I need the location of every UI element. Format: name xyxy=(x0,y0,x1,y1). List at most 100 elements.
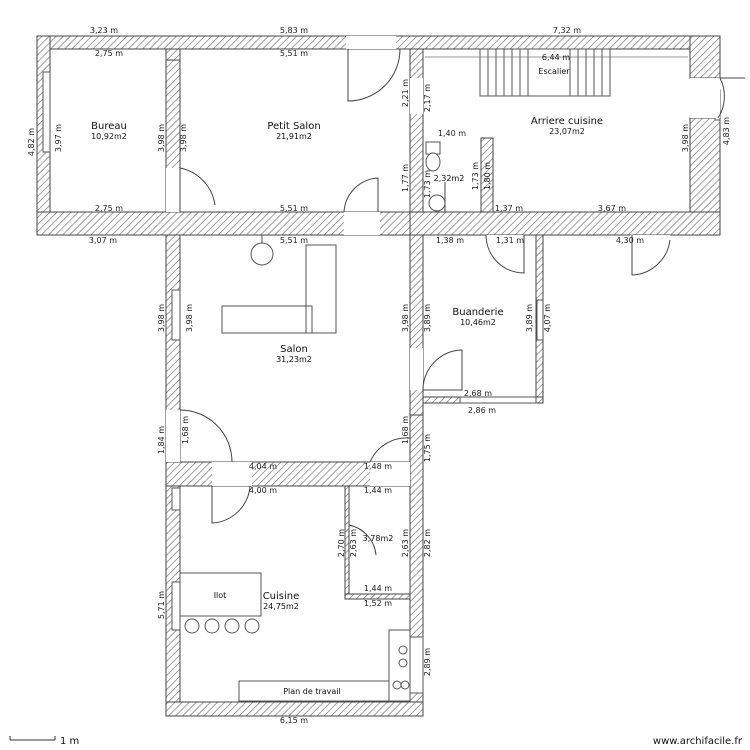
dim-label: 1,37 m xyxy=(495,204,523,213)
door-wc xyxy=(409,150,446,212)
dimensions-horizontal: 3,23 m 5,83 m 7,32 m 2,75 m 5,51 m 6,44 … xyxy=(89,26,644,725)
room-escalier-name: Escalier xyxy=(538,67,570,76)
dim-label: 2,75 m xyxy=(95,49,123,58)
door-salon-buanderie xyxy=(422,349,463,391)
room-petit-salon-area: 21,91m2 xyxy=(276,132,312,141)
wall-petitsalon-right xyxy=(409,48,424,213)
dim-label: 3,89 m xyxy=(423,304,432,332)
dim-label: 2,63 m xyxy=(401,529,410,557)
room-placard-area: 3,78m2 xyxy=(363,534,394,543)
dim-label: 2,21 m xyxy=(401,79,410,107)
dim-label: 3,67 m xyxy=(598,204,626,213)
dim-label: 1,40 m xyxy=(438,129,466,138)
dim-label: 2,17 m xyxy=(423,84,432,112)
room-salon-name: Salon xyxy=(280,344,308,355)
credit-link[interactable]: www.archifacile.fr xyxy=(653,736,743,747)
dim-label: 1,73 m xyxy=(423,170,432,198)
dim-label: 3,89 m xyxy=(525,304,534,332)
wall-cuisine-bottom xyxy=(165,701,424,717)
room-bureau-name: Bureau xyxy=(91,121,127,132)
dim-label: 6,15 m xyxy=(280,716,308,725)
dim-label: 3,23 m xyxy=(90,26,118,35)
dim-label: 4,83 m xyxy=(722,117,731,145)
dim-label: 2,75 m xyxy=(95,204,123,213)
dim-label: 2,86 m xyxy=(468,406,496,415)
dim-label: 4,82 m xyxy=(27,128,36,156)
dim-label: 3,97 m xyxy=(54,124,63,152)
door-placard xyxy=(348,524,377,560)
doors xyxy=(166,36,745,560)
room-petit-salon-name: Petit Salon xyxy=(267,121,320,132)
dim-label: 1,75 m xyxy=(423,434,432,462)
dim-label: 1,48 m xyxy=(364,462,392,471)
dim-label: 1,68 m xyxy=(181,416,190,444)
window-cuisine-left-1 xyxy=(171,487,181,511)
door-salon-cuisine-right xyxy=(369,437,411,463)
sofa-seat xyxy=(221,305,313,334)
door-arriere-exit xyxy=(631,235,671,276)
room-buanderie-name: Buanderie xyxy=(452,307,503,318)
cooktop-1 xyxy=(398,645,408,655)
dim-label: 2,89 m xyxy=(423,648,432,676)
furniture xyxy=(179,48,611,702)
dim-label: 3,07 m xyxy=(89,236,117,245)
dim-label: 2,82 m xyxy=(423,529,432,557)
cooktop-2 xyxy=(398,658,408,668)
wall-placard-bottom xyxy=(344,593,411,600)
dim-label: 1,68 m xyxy=(401,416,410,444)
stool-3 xyxy=(224,618,240,634)
dim-label: 1,77 m xyxy=(401,164,410,192)
dim-label: 4,07 m xyxy=(543,304,552,332)
stool-1 xyxy=(184,618,200,634)
dim-label: 3,98 m xyxy=(157,124,166,152)
dim-label: 3,98 m xyxy=(157,304,166,332)
dim-label: 3,98 m xyxy=(681,124,690,152)
stool-2 xyxy=(204,618,220,634)
scale-label: 1 m xyxy=(60,736,79,747)
dim-label: 2,63 m xyxy=(349,529,358,557)
dim-label: 1,84 m xyxy=(157,426,166,454)
room-cuisine-area: 24,75m2 xyxy=(263,602,299,611)
window-buanderie-bottom xyxy=(459,396,537,404)
dim-label: 1,52 m xyxy=(364,599,392,608)
sink-1 xyxy=(392,680,402,690)
dim-label: 5,51 m xyxy=(280,236,308,245)
toilet-tank xyxy=(425,141,441,155)
window-cuisine-right xyxy=(409,636,424,694)
dim-label: 1,73 m xyxy=(471,162,480,190)
window-salon-left xyxy=(171,289,181,341)
dim-label: 4,00 m xyxy=(249,486,277,495)
ilot-counter xyxy=(179,572,262,617)
dim-label: 3,98 m xyxy=(185,304,194,332)
dim-label: 1,31 m xyxy=(496,236,524,245)
lamp xyxy=(250,242,274,266)
dim-label: 5,51 m xyxy=(280,204,308,213)
dim-label: 4,04 m xyxy=(249,462,277,471)
wall-wc-right xyxy=(480,137,494,213)
dim-label: 2,68 m xyxy=(464,389,492,398)
dim-label: 1,80 m xyxy=(483,162,492,190)
door-petit-salon-top xyxy=(347,48,401,102)
dimensions-vertical: 4,82 m 3,97 m 3,98 m 3,98 m 2,21 m 2,17 … xyxy=(27,79,731,676)
window-bureau xyxy=(42,71,51,153)
wall-arriere-bottom xyxy=(409,211,721,236)
dim-label: 4,30 m xyxy=(616,236,644,245)
dim-label: 5,51 m xyxy=(280,49,308,58)
dim-label: 5,71 m xyxy=(157,591,166,619)
dim-label: 6,44 m xyxy=(542,53,570,62)
wall-right-outer xyxy=(689,35,721,79)
room-buanderie-area: 10,46m2 xyxy=(460,318,496,327)
dim-label: 1,44 m xyxy=(364,584,392,593)
door-salon-left xyxy=(179,409,233,463)
door-bureau xyxy=(179,167,216,212)
dim-label: 3,98 m xyxy=(401,304,410,332)
room-cuisine-name: Cuisine xyxy=(263,591,300,602)
stool-4 xyxy=(244,618,260,634)
dim-label: 5,83 m xyxy=(280,26,308,35)
toilet-bowl xyxy=(425,152,441,172)
sink-2 xyxy=(400,680,410,690)
window-cuisine-left-2 xyxy=(171,581,181,631)
door-salon xyxy=(343,177,379,213)
door-buanderie xyxy=(485,234,525,274)
room-arriere-area: 23,07m2 xyxy=(549,127,585,136)
